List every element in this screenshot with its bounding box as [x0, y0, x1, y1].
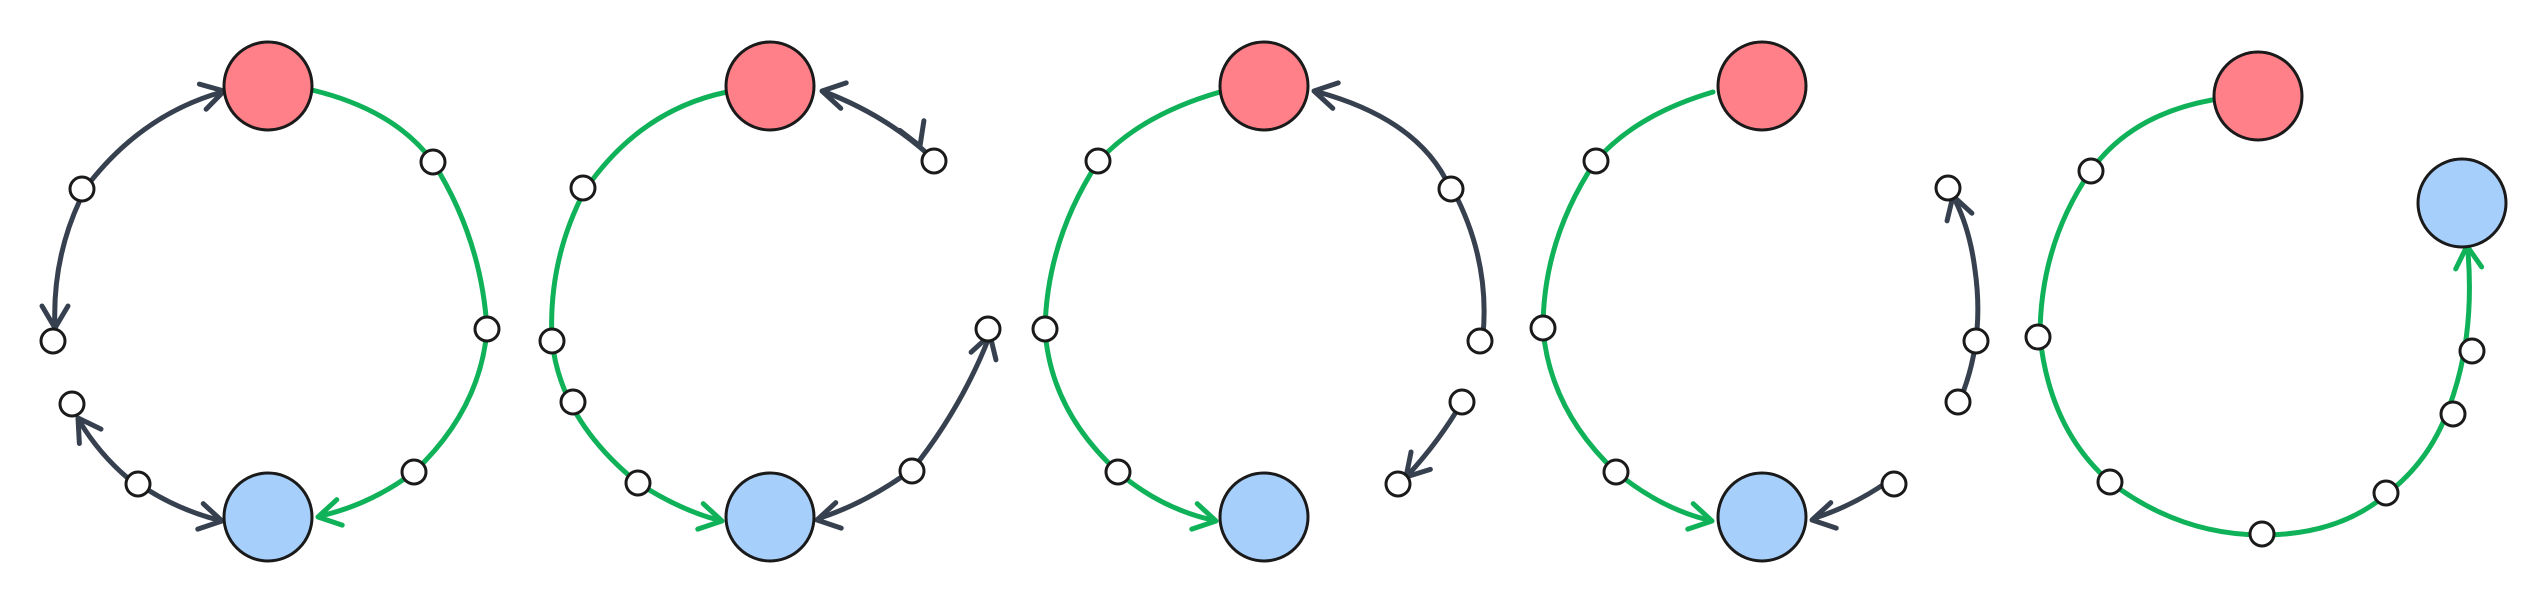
waypoint-node	[1602, 458, 1630, 486]
waypoint-node	[1880, 470, 1908, 498]
dark-path	[822, 89, 933, 159]
green-path	[1540, 89, 1716, 523]
dark-path	[77, 419, 133, 483]
blue-node	[1716, 471, 1808, 563]
waypoint-node	[1104, 458, 1132, 486]
dark-path	[1315, 89, 1453, 191]
dark-arrowhead	[814, 500, 844, 531]
panel-2	[538, 40, 1002, 563]
dark-path	[145, 487, 221, 523]
waypoint-node	[2439, 400, 2467, 428]
blue-node	[2416, 157, 2508, 249]
dark-path	[1812, 477, 1893, 521]
dark-arrowhead	[897, 118, 927, 149]
dark-arrowhead	[1311, 80, 1341, 111]
blue-node	[724, 471, 816, 563]
waypoint-node	[1934, 174, 1962, 202]
waypoint-node	[1084, 147, 1112, 175]
green-path	[309, 87, 490, 519]
blue-node	[222, 471, 314, 563]
waypoint-node	[2372, 479, 2400, 507]
waypoint-node	[2458, 337, 2486, 365]
waypoint-node	[1582, 147, 1610, 175]
dark-arrowhead	[75, 415, 104, 447]
dark-path	[81, 89, 225, 193]
red-node	[222, 40, 314, 132]
green-path	[1042, 89, 1223, 523]
red-node	[724, 40, 816, 132]
dark-path	[1450, 187, 1487, 338]
green-arrowhead	[695, 501, 725, 532]
waypoint-node	[1384, 470, 1412, 498]
waypoint-node	[1466, 327, 1494, 355]
waypoint-node	[68, 175, 96, 203]
waypoint-node	[1944, 388, 1972, 416]
dark-arrowhead	[195, 501, 225, 532]
dark-path	[817, 475, 903, 521]
panel-4	[1529, 40, 1990, 563]
waypoint-node	[2248, 520, 2276, 548]
waypoint-node	[2024, 323, 2052, 351]
waypoint-node	[419, 148, 447, 176]
red-node	[1716, 40, 1808, 132]
green-arrowhead	[1189, 501, 1219, 532]
waypoint-node	[1448, 388, 1476, 416]
waypoint-node	[559, 388, 587, 416]
waypoint-node	[124, 470, 152, 498]
waypoint-node	[974, 315, 1002, 343]
panel-1	[39, 40, 501, 563]
waypoint-node	[2096, 468, 2124, 496]
dark-path	[1952, 197, 1981, 403]
waypoint-node	[569, 174, 597, 202]
dark-path	[909, 337, 991, 473]
waypoint-node	[473, 315, 501, 343]
dark-arrowhead	[819, 80, 849, 111]
waypoint-node	[1529, 314, 1557, 342]
waypoint-node	[1962, 327, 1990, 355]
waypoint-node	[624, 469, 652, 497]
waypoint-node	[39, 327, 67, 355]
waypoint-node	[920, 147, 948, 175]
green-path	[549, 89, 730, 523]
red-node	[1218, 40, 1310, 132]
dark-path	[1405, 399, 1465, 478]
waypoint-node	[1437, 175, 1465, 203]
dark-path	[52, 197, 83, 331]
blue-node	[1218, 471, 1310, 563]
waypoint-node	[1031, 315, 1059, 343]
waypoint-node	[58, 390, 86, 418]
waypoint-node	[2077, 157, 2105, 185]
waypoint-node	[538, 327, 566, 355]
waypoint-node	[898, 457, 926, 485]
green-arrowhead	[315, 497, 345, 528]
red-node	[2212, 50, 2304, 142]
waypoint-node	[400, 458, 428, 486]
green-arrowhead	[1685, 501, 1715, 532]
panel-3	[1031, 40, 1494, 563]
dark-arrowhead	[1809, 500, 1839, 531]
panel-5	[2024, 50, 2508, 548]
